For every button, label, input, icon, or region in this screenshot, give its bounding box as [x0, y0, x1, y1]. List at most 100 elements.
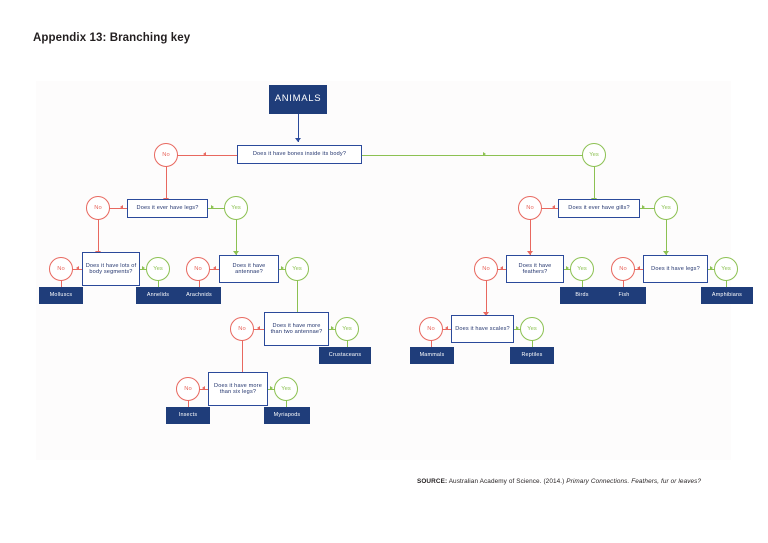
node-terminal-reptiles[interactable]: Reptiles [510, 347, 554, 364]
node-terminal-arachnids[interactable]: Arachnids [177, 287, 221, 304]
arrowhead-feathers-yes [566, 266, 569, 271]
edge-bones-yes [362, 155, 594, 156]
arrowhead-gills-yes [642, 205, 645, 210]
node-terminal-birds[interactable]: Birds [560, 287, 604, 304]
node-question-six-legs[interactable]: Does it have more than six legs? [208, 372, 268, 406]
node-animals[interactable]: ANIMALS [269, 85, 327, 114]
node-terminal-mammals[interactable]: Mammals [410, 347, 454, 364]
arrowhead-scales-no [445, 326, 448, 331]
arrowhead-haslegs-no [637, 266, 640, 271]
edge-no-to-feathers [530, 218, 531, 256]
edge-no-to-scales [486, 279, 487, 317]
edge-no-to-segments [98, 218, 99, 256]
arrowhead-two-antennae-yes [331, 326, 334, 331]
arrowhead-yes-to-haslegs [663, 251, 669, 255]
node-terminal-annelids[interactable]: Annelids [136, 287, 180, 304]
edge-no-to-arachnids [199, 279, 200, 288]
source-label: SOURCE: [417, 478, 448, 485]
circle-yes-bones[interactable]: Yes [582, 143, 606, 167]
source-plain: Australian Academy of Science. (2014.) [447, 478, 567, 485]
edge-yes-to-birds [582, 279, 583, 288]
node-terminal-crustaceans[interactable]: Crustaceans [319, 347, 371, 364]
edge-yes-to-gills [594, 165, 595, 203]
circle-no-feathers[interactable]: No [474, 257, 498, 281]
arrowhead-six-legs-yes [270, 386, 273, 391]
circle-yes-scales[interactable]: Yes [520, 317, 544, 341]
edge-yes-to-myriapods [286, 399, 287, 408]
edge-no-to-mammals [431, 339, 432, 348]
node-terminal-insects[interactable]: Insects [166, 407, 210, 424]
arrowhead-two-antennae-no [257, 326, 260, 331]
node-question-two-antennae[interactable]: Does it have more than two antennae? [264, 312, 329, 346]
edge-yes-to-annelids [158, 279, 159, 288]
edge-no-to-legs [166, 165, 167, 203]
arrowhead-legs-no [120, 205, 123, 210]
arrowhead-scales-yes [516, 326, 519, 331]
edge-yes-to-two-antennae [297, 279, 298, 317]
arrowhead-antennae-yes [281, 266, 284, 271]
edge-yes-to-antennae [236, 218, 237, 256]
edge-animals-to-bones [298, 114, 299, 142]
node-question-gills[interactable]: Does it ever have gills? [558, 199, 640, 218]
circle-no-two-antennae[interactable]: No [230, 317, 254, 341]
edge-no-to-fish [623, 279, 624, 288]
arrowhead-segments-no [76, 266, 79, 271]
node-question-legs[interactable]: Does it ever have legs? [127, 199, 208, 218]
arrowhead-six-legs-no [202, 386, 205, 391]
node-terminal-fish[interactable]: Fish [602, 287, 646, 304]
node-question-segments[interactable]: Does it have lots of body segments? [82, 252, 140, 286]
arrowhead-bones-no [203, 152, 206, 157]
arrowhead-no-to-scales [483, 312, 489, 316]
node-question-haslegs[interactable]: Does it have legs? [643, 255, 708, 283]
edge-bones-no [166, 155, 237, 156]
source-italic: Primary Connections. Feathers, fur or le… [566, 478, 702, 485]
arrowhead-legs-yes [211, 205, 214, 210]
node-terminal-amphibians[interactable]: Amphibians [701, 287, 753, 304]
arrowhead-antennae-no [213, 266, 216, 271]
circle-yes-feathers[interactable]: Yes [570, 257, 594, 281]
circle-no-scales[interactable]: No [419, 317, 443, 341]
circle-no-segments[interactable]: No [49, 257, 73, 281]
arrowhead-no-to-feathers [527, 251, 533, 255]
edge-legs-no [98, 208, 127, 209]
node-question-scales[interactable]: Does it have scales? [451, 315, 514, 343]
circle-no-legs[interactable]: No [86, 196, 110, 220]
circle-no-haslegs[interactable]: No [611, 257, 635, 281]
circle-yes-segments[interactable]: Yes [146, 257, 170, 281]
circle-yes-antennae[interactable]: Yes [285, 257, 309, 281]
node-terminal-molluscs[interactable]: Molluscs [39, 287, 83, 304]
circle-no-antennae[interactable]: No [186, 257, 210, 281]
edge-legs-yes [208, 208, 235, 209]
edge-yes-to-haslegs [666, 218, 667, 256]
circle-yes-haslegs[interactable]: Yes [714, 257, 738, 281]
arrowhead-haslegs-yes [710, 266, 713, 271]
arrowhead-bones-yes [483, 152, 486, 157]
circle-yes-six-legs[interactable]: Yes [274, 377, 298, 401]
arrowhead-segments-yes [142, 266, 145, 271]
arrowhead-feathers-no [500, 266, 503, 271]
edge-no-to-insects [188, 399, 189, 408]
edge-yes-to-crustaceans [347, 339, 348, 348]
branching-key-diagram: ANIMALS Does it have bones inside its bo… [36, 81, 753, 460]
edge-yes-to-reptiles [532, 339, 533, 348]
node-question-bones[interactable]: Does it have bones inside its body? [237, 145, 362, 164]
circle-yes-gills[interactable]: Yes [654, 196, 678, 220]
node-question-feathers[interactable]: Does it have feathers? [506, 255, 564, 283]
circle-yes-legs[interactable]: Yes [224, 196, 248, 220]
source-citation: SOURCE: Australian Academy of Science. (… [417, 478, 701, 485]
circle-no-gills[interactable]: No [518, 196, 542, 220]
node-terminal-myriapods[interactable]: Myriapods [264, 407, 310, 424]
circle-no-six-legs[interactable]: No [176, 377, 200, 401]
edge-gills-no [530, 208, 558, 209]
edge-gills-yes [640, 208, 666, 209]
edge-no-to-six-legs [242, 339, 243, 377]
arrowhead-gills-no [552, 205, 555, 210]
circle-no-bones[interactable]: No [154, 143, 178, 167]
page-title: Appendix 13: Branching key [33, 32, 191, 44]
edge-yes-to-amphibians [726, 279, 727, 288]
node-question-antennae[interactable]: Does it have antennae? [219, 255, 279, 283]
arrowhead-yes-to-antennae [233, 251, 239, 255]
circle-yes-two-antennae[interactable]: Yes [335, 317, 359, 341]
arrowhead-animals-to-bones [295, 138, 301, 142]
